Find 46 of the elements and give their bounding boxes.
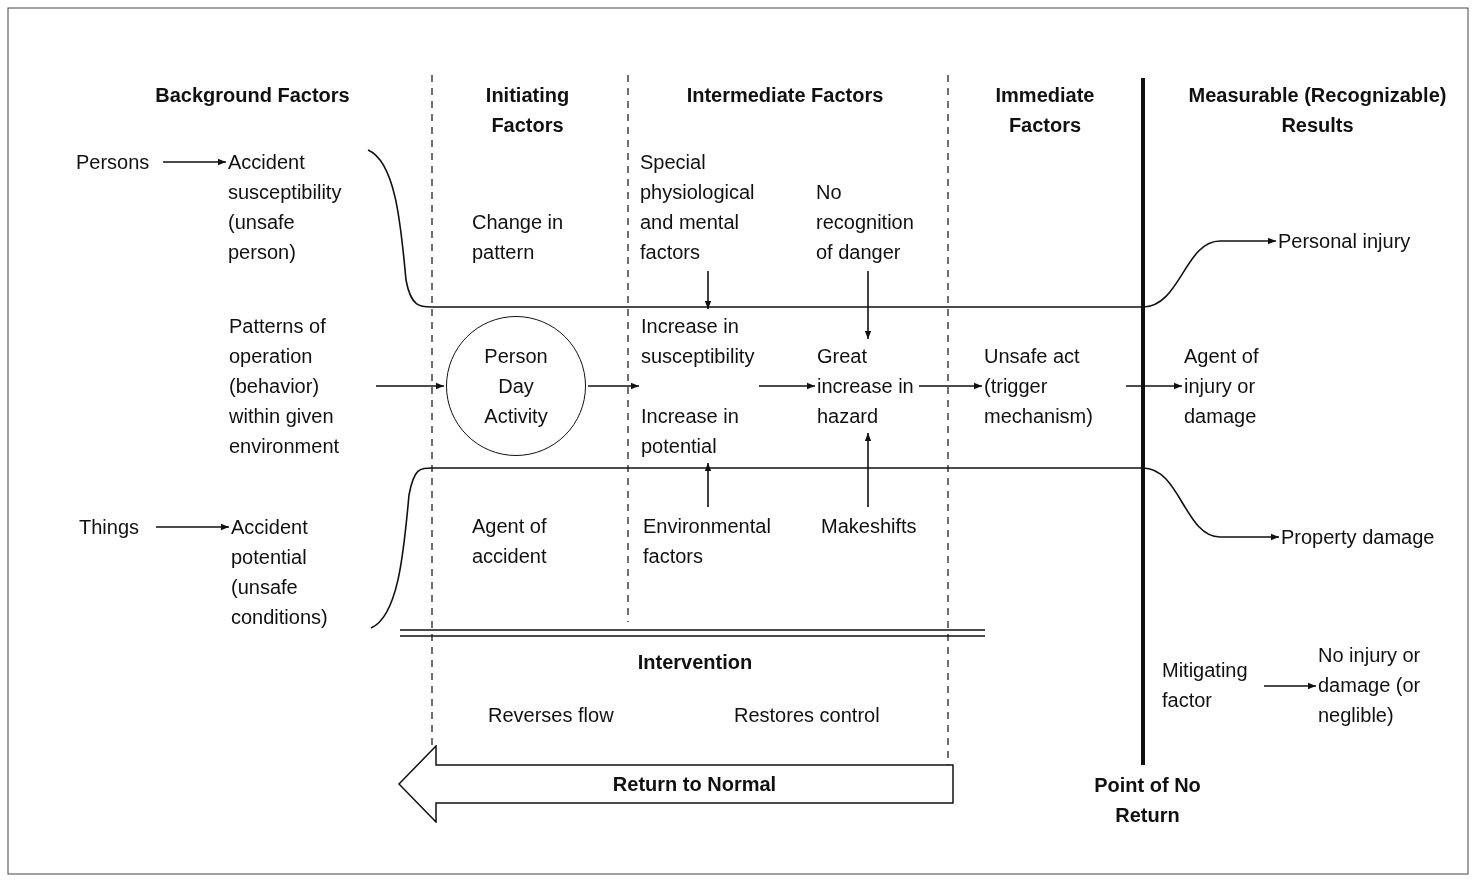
factor-text: Increase in susceptibility bbox=[641, 314, 756, 369]
column-heading: Intermediate Factors bbox=[685, 83, 885, 108]
band-text: Reverses flow bbox=[488, 703, 615, 728]
arrow bbox=[587, 382, 640, 390]
factor-text: Change in pattern bbox=[472, 210, 565, 265]
arrow bbox=[162, 158, 227, 166]
factor-text: Things bbox=[79, 512, 154, 542]
factor-text: Makeshifts bbox=[821, 511, 946, 541]
column-heading: Immediate Factors bbox=[994, 83, 1096, 138]
factor-text: Increase in potential bbox=[641, 404, 740, 459]
arrow bbox=[704, 462, 712, 508]
factor-text: Unsafe act (trigger mechanism) bbox=[984, 341, 1124, 431]
arrow bbox=[155, 523, 230, 531]
arrow bbox=[758, 382, 816, 390]
arrow bbox=[1125, 382, 1183, 390]
arrow bbox=[864, 432, 872, 508]
factor-text: Great increase in hazard bbox=[817, 341, 917, 431]
return-arrow bbox=[398, 745, 954, 823]
circle-text: Person Day Activity bbox=[483, 344, 549, 429]
column-heading: Background Factors bbox=[154, 83, 351, 108]
column-heading: Initiating Factors bbox=[484, 83, 571, 138]
result-text: Personal injury bbox=[1278, 226, 1448, 256]
column-heading: Measurable (Recognizable) Results bbox=[1187, 83, 1448, 138]
factor-text: Special physiological and mental factors bbox=[640, 147, 790, 267]
result-text: Property damage bbox=[1281, 522, 1471, 552]
factor-text: Mitigating factor bbox=[1162, 655, 1262, 715]
factor-text: Persons bbox=[76, 147, 161, 177]
flow-line bbox=[367, 149, 1277, 308]
result-text: No injury or damage (or neglible) bbox=[1318, 640, 1458, 730]
band-heading: Intervention bbox=[636, 650, 754, 675]
factor-text: Agent of accident bbox=[472, 514, 548, 569]
arrow bbox=[1263, 682, 1317, 690]
arrow bbox=[864, 270, 872, 340]
arrow bbox=[918, 382, 983, 390]
factor-text: Accident susceptibility (unsafe person) bbox=[228, 147, 368, 267]
arrow-text: Return to Normal bbox=[611, 772, 778, 797]
band-text: Restores control bbox=[734, 703, 881, 728]
factor-text: No recognition of danger bbox=[816, 177, 928, 267]
factor-text: Patterns of operation (behavior) within given environment bbox=[229, 311, 374, 461]
factor-text: Accident potential (unsafe conditions) bbox=[231, 512, 371, 632]
arrow bbox=[704, 270, 712, 310]
result-text: Agent of injury or damage bbox=[1184, 341, 1284, 431]
arrow bbox=[375, 382, 445, 390]
factor-text: Environmental factors bbox=[643, 511, 803, 571]
flow-line bbox=[370, 467, 1280, 629]
line-caption: Point of No Return bbox=[1093, 773, 1202, 828]
